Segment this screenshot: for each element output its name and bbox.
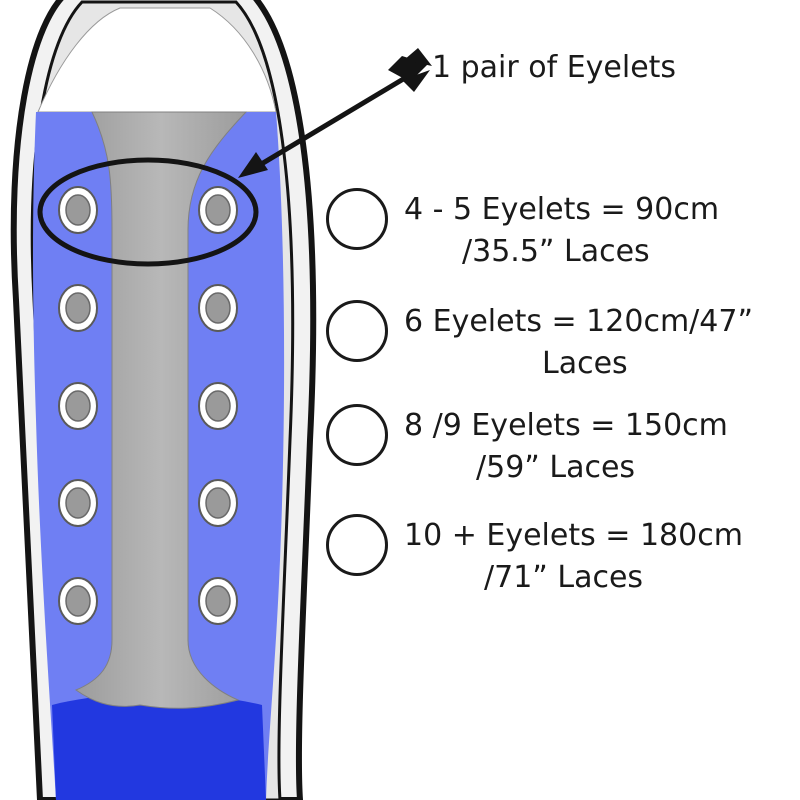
radio-button[interactable] bbox=[326, 404, 388, 466]
eyelet-icon bbox=[198, 479, 238, 527]
option-line1: 6 Eyelets = 120cm/47” bbox=[404, 304, 753, 339]
eyelet-icon bbox=[58, 479, 98, 527]
option-line2: /71” Laces bbox=[484, 560, 644, 595]
radio-button[interactable] bbox=[326, 300, 388, 362]
eyelet-pair-highlight bbox=[37, 157, 259, 267]
eyelet-icon bbox=[58, 186, 98, 234]
option-6-eyelets[interactable]: 6 Eyelets = 120cm/47” Laces bbox=[326, 300, 800, 410]
option-line2: Laces bbox=[542, 346, 628, 381]
option-line2: /35.5” Laces bbox=[462, 234, 650, 269]
radio-button[interactable] bbox=[326, 188, 388, 250]
option-line2: /59” Laces bbox=[476, 450, 636, 485]
option-10-plus-eyelets[interactable]: 10 + Eyelets = 180cm /71” Laces bbox=[326, 514, 800, 624]
eyelet-icon bbox=[58, 382, 98, 430]
eyelet-icon bbox=[198, 382, 238, 430]
shoe-toe bbox=[52, 693, 266, 800]
option-line1: 10 + Eyelets = 180cm bbox=[404, 518, 743, 553]
option-8-9-eyelets[interactable]: 8 /9 Eyelets = 150cm /59” Laces bbox=[326, 404, 800, 514]
arrow-icon bbox=[238, 48, 432, 178]
radio-button[interactable] bbox=[326, 514, 388, 576]
option-line1: 8 /9 Eyelets = 150cm bbox=[404, 408, 728, 443]
eyelet-icon bbox=[198, 186, 238, 234]
option-4-5-eyelets[interactable]: 4 - 5 Eyelets = 90cm /35.5” Laces bbox=[326, 188, 800, 298]
eyelet-icon bbox=[58, 577, 98, 625]
shoe-vamp bbox=[37, 7, 277, 113]
eyelet-icon bbox=[198, 284, 238, 332]
eyelet-icon bbox=[58, 284, 98, 332]
eyelet-group bbox=[58, 186, 238, 625]
option-line1: 4 - 5 Eyelets = 90cm bbox=[404, 192, 720, 227]
eyelet-pair-label: 1 pair of Eyelets bbox=[432, 50, 677, 85]
eyelet-icon bbox=[198, 577, 238, 625]
